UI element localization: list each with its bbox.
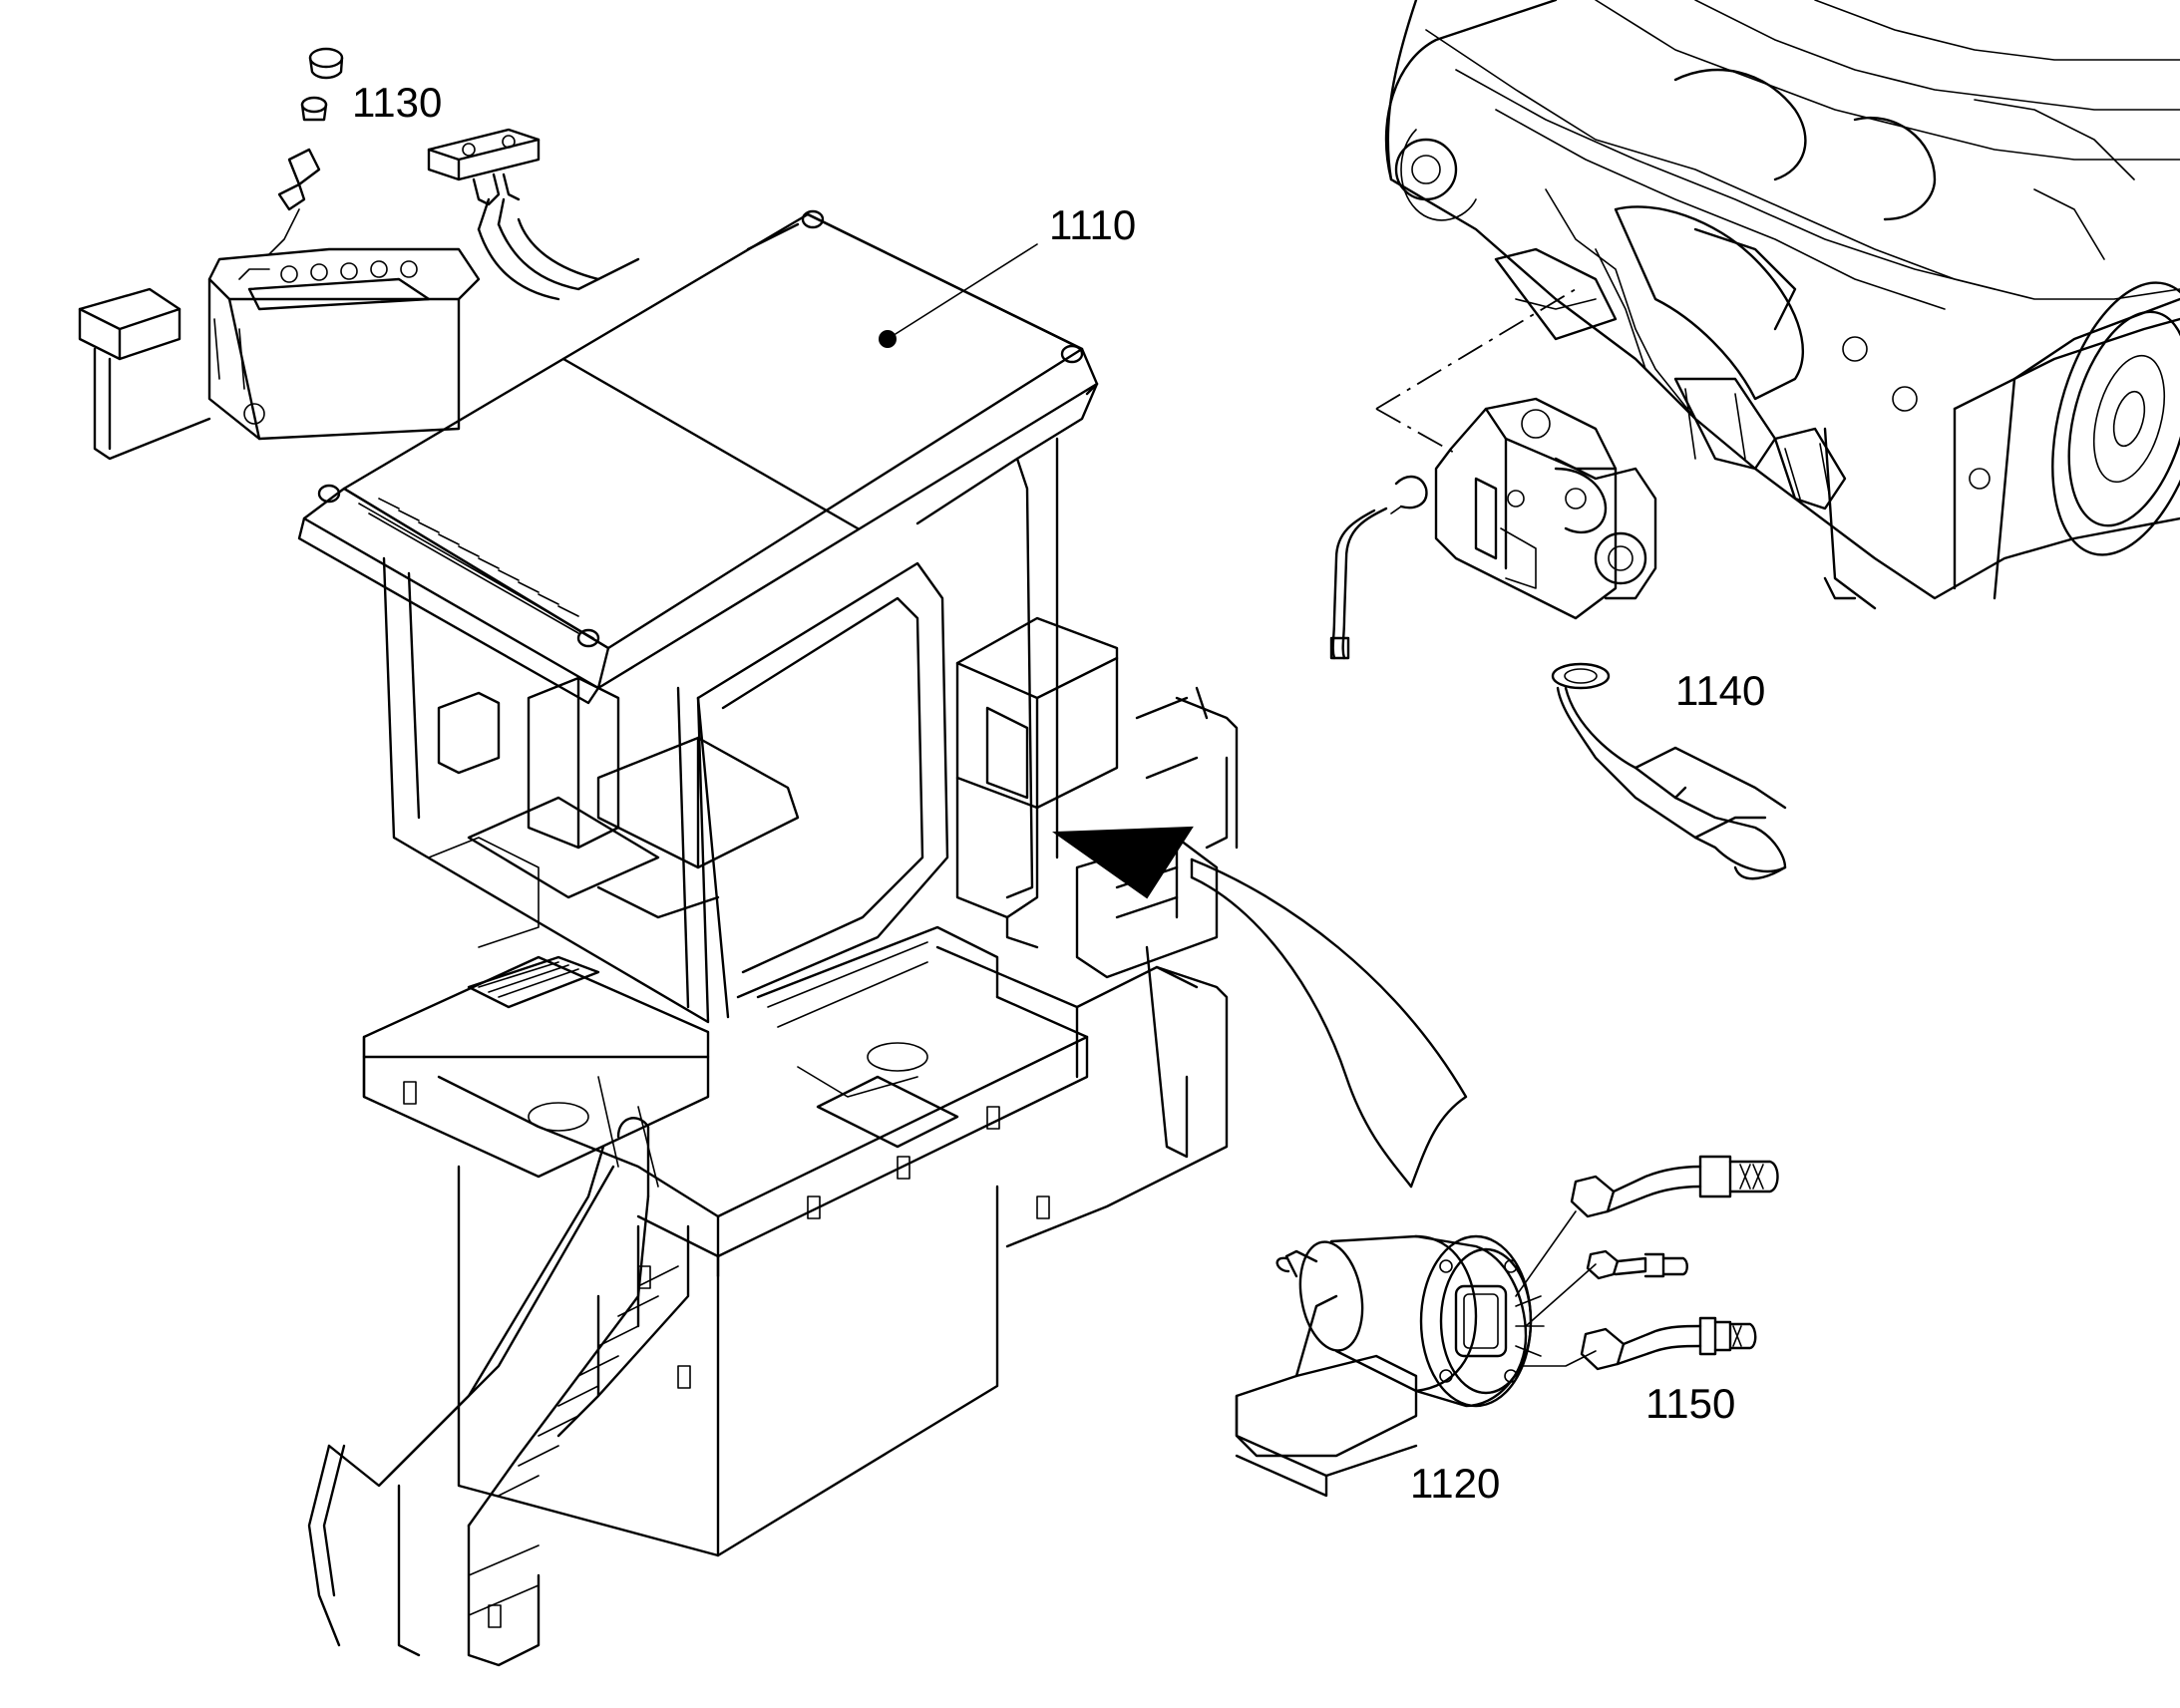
- callout-1130: 1130: [352, 79, 442, 126]
- direction-arrow: [1052, 826, 1468, 1189]
- operator-cab: [297, 209, 1119, 1024]
- callout-1140: 1140: [1675, 667, 1765, 714]
- drive-motor: [1235, 1234, 1545, 1498]
- leader-lines: [887, 243, 1038, 340]
- engine-assembly: [1384, 0, 2180, 610]
- callout-labels: 1110 1130 1140 1150 1120: [352, 79, 1765, 1507]
- hose-fittings: [1515, 1155, 1779, 1371]
- hydraulic-pump: [1329, 288, 1657, 660]
- machine-chassis: [362, 686, 1239, 1557]
- control-console: [78, 47, 640, 461]
- callout-1120: 1120: [1410, 1460, 1500, 1507]
- access-stairs: [307, 1117, 690, 1667]
- callout-1150: 1150: [1645, 1380, 1735, 1427]
- hose-assembly: [1551, 662, 1787, 880]
- callout-1110: 1110: [1049, 201, 1136, 248]
